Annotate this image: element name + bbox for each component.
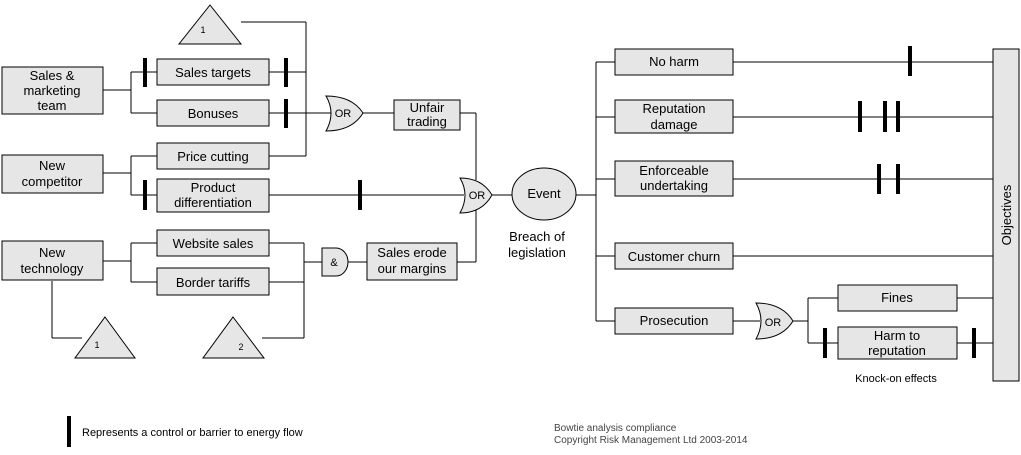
control-barriers	[143, 46, 976, 358]
intermediate-label: Unfair	[410, 100, 445, 115]
cause-sales-marketing-team: Sales & marketing team	[1, 66, 104, 115]
cause-label: New	[39, 158, 66, 173]
cause-new-technology: New technology	[1, 240, 104, 281]
or-gate-top: OR	[325, 95, 364, 132]
threat-label: Product	[191, 180, 236, 195]
footer-title: Bowtie analysis compliance	[554, 423, 677, 434]
threat-label: Price cutting	[177, 149, 249, 164]
connector-triangle-bottom-right: 2	[202, 316, 266, 359]
connector-lines	[51, 21, 993, 344]
consequence-no-harm: No harm	[614, 48, 734, 76]
consequence-label: Harm to	[874, 328, 920, 343]
cause-label: New	[39, 245, 66, 260]
threat-sales-targets: Sales targets	[156, 58, 270, 86]
objectives-bar: Objectives	[992, 48, 1020, 382]
box-unfair-trading: Unfair trading	[393, 99, 461, 131]
consequence-label: Enforceable	[639, 163, 708, 178]
connector-number: 1	[94, 340, 99, 350]
legend-text: Represents a control or barrier to energ…	[82, 427, 303, 439]
threat-price-cutting: Price cutting	[156, 142, 270, 170]
cause-label: competitor	[22, 174, 83, 189]
threat-label: Bonuses	[188, 106, 239, 121]
threat-label: differentiation	[174, 195, 252, 210]
threat-product-differentiation: Product differentiation	[156, 178, 270, 213]
threat-label: Sales targets	[175, 65, 251, 80]
threat-label: Border tariffs	[176, 275, 251, 290]
connector-triangle-top: 1	[177, 4, 243, 45]
consequence-harm-to-reputation: Harm to reputation	[837, 326, 958, 360]
threat-bonuses: Bonuses	[156, 99, 270, 127]
cause-label: Sales &	[30, 68, 75, 83]
consequence-fines: Fines	[837, 284, 958, 312]
consequence-label: undertaking	[640, 178, 708, 193]
consequence-label: reputation	[868, 343, 926, 358]
or-gate-center: OR	[459, 177, 493, 214]
intermediate-label: Sales erode	[377, 245, 446, 260]
threat-label: Website sales	[173, 236, 254, 251]
consequence-label: damage	[651, 117, 698, 132]
event-caption: legislation	[508, 245, 566, 260]
gate-label: OR	[335, 108, 352, 120]
consequence-label: Customer churn	[628, 249, 720, 264]
or-gate-prosecution: OR	[755, 302, 794, 340]
footer: Bowtie analysis compliance Copyright Ris…	[554, 423, 748, 446]
consequence-customer-churn: Customer churn	[614, 242, 734, 270]
cause-new-competitor: New competitor	[1, 154, 104, 194]
event-node: Event Breach of legislation	[508, 167, 577, 260]
legend: Represents a control or barrier to energ…	[67, 416, 303, 447]
gate-label: OR	[469, 190, 486, 202]
consequence-label: Prosecution	[640, 313, 709, 328]
objectives-label: Objectives	[999, 184, 1014, 245]
cause-label: marketing	[23, 83, 80, 98]
gate-label: OR	[765, 317, 782, 329]
footer-copyright: Copyright Risk Management Ltd 2003-2014	[554, 435, 748, 446]
knock-on-effects-label: Knock-on effects	[855, 373, 937, 385]
consequence-enforceable-undertaking: Enforceable undertaking	[614, 160, 734, 197]
gate-label: &	[330, 257, 338, 269]
consequence-prosecution: Prosecution	[614, 307, 734, 335]
threat-border-tariffs: Border tariffs	[156, 267, 270, 296]
consequence-reputation-damage: Reputation damage	[614, 99, 734, 134]
connector-triangle-bottom-left: 1	[74, 316, 136, 359]
event-label: Event	[527, 186, 561, 201]
event-caption: Breach of	[509, 229, 565, 244]
consequence-label: No harm	[649, 54, 699, 69]
and-gate: &	[321, 247, 349, 277]
box-sales-erode: Sales erode our margins	[366, 242, 458, 281]
connector-number: 2	[238, 342, 243, 352]
cause-label: team	[38, 98, 67, 113]
cause-label: technology	[21, 261, 84, 276]
intermediate-label: trading	[407, 114, 447, 129]
connector-number: 1	[200, 25, 205, 35]
consequence-label: Fines	[881, 290, 913, 305]
intermediate-label: our margins	[378, 261, 447, 276]
threat-website-sales: Website sales	[156, 229, 270, 257]
consequence-label: Reputation	[643, 101, 706, 116]
